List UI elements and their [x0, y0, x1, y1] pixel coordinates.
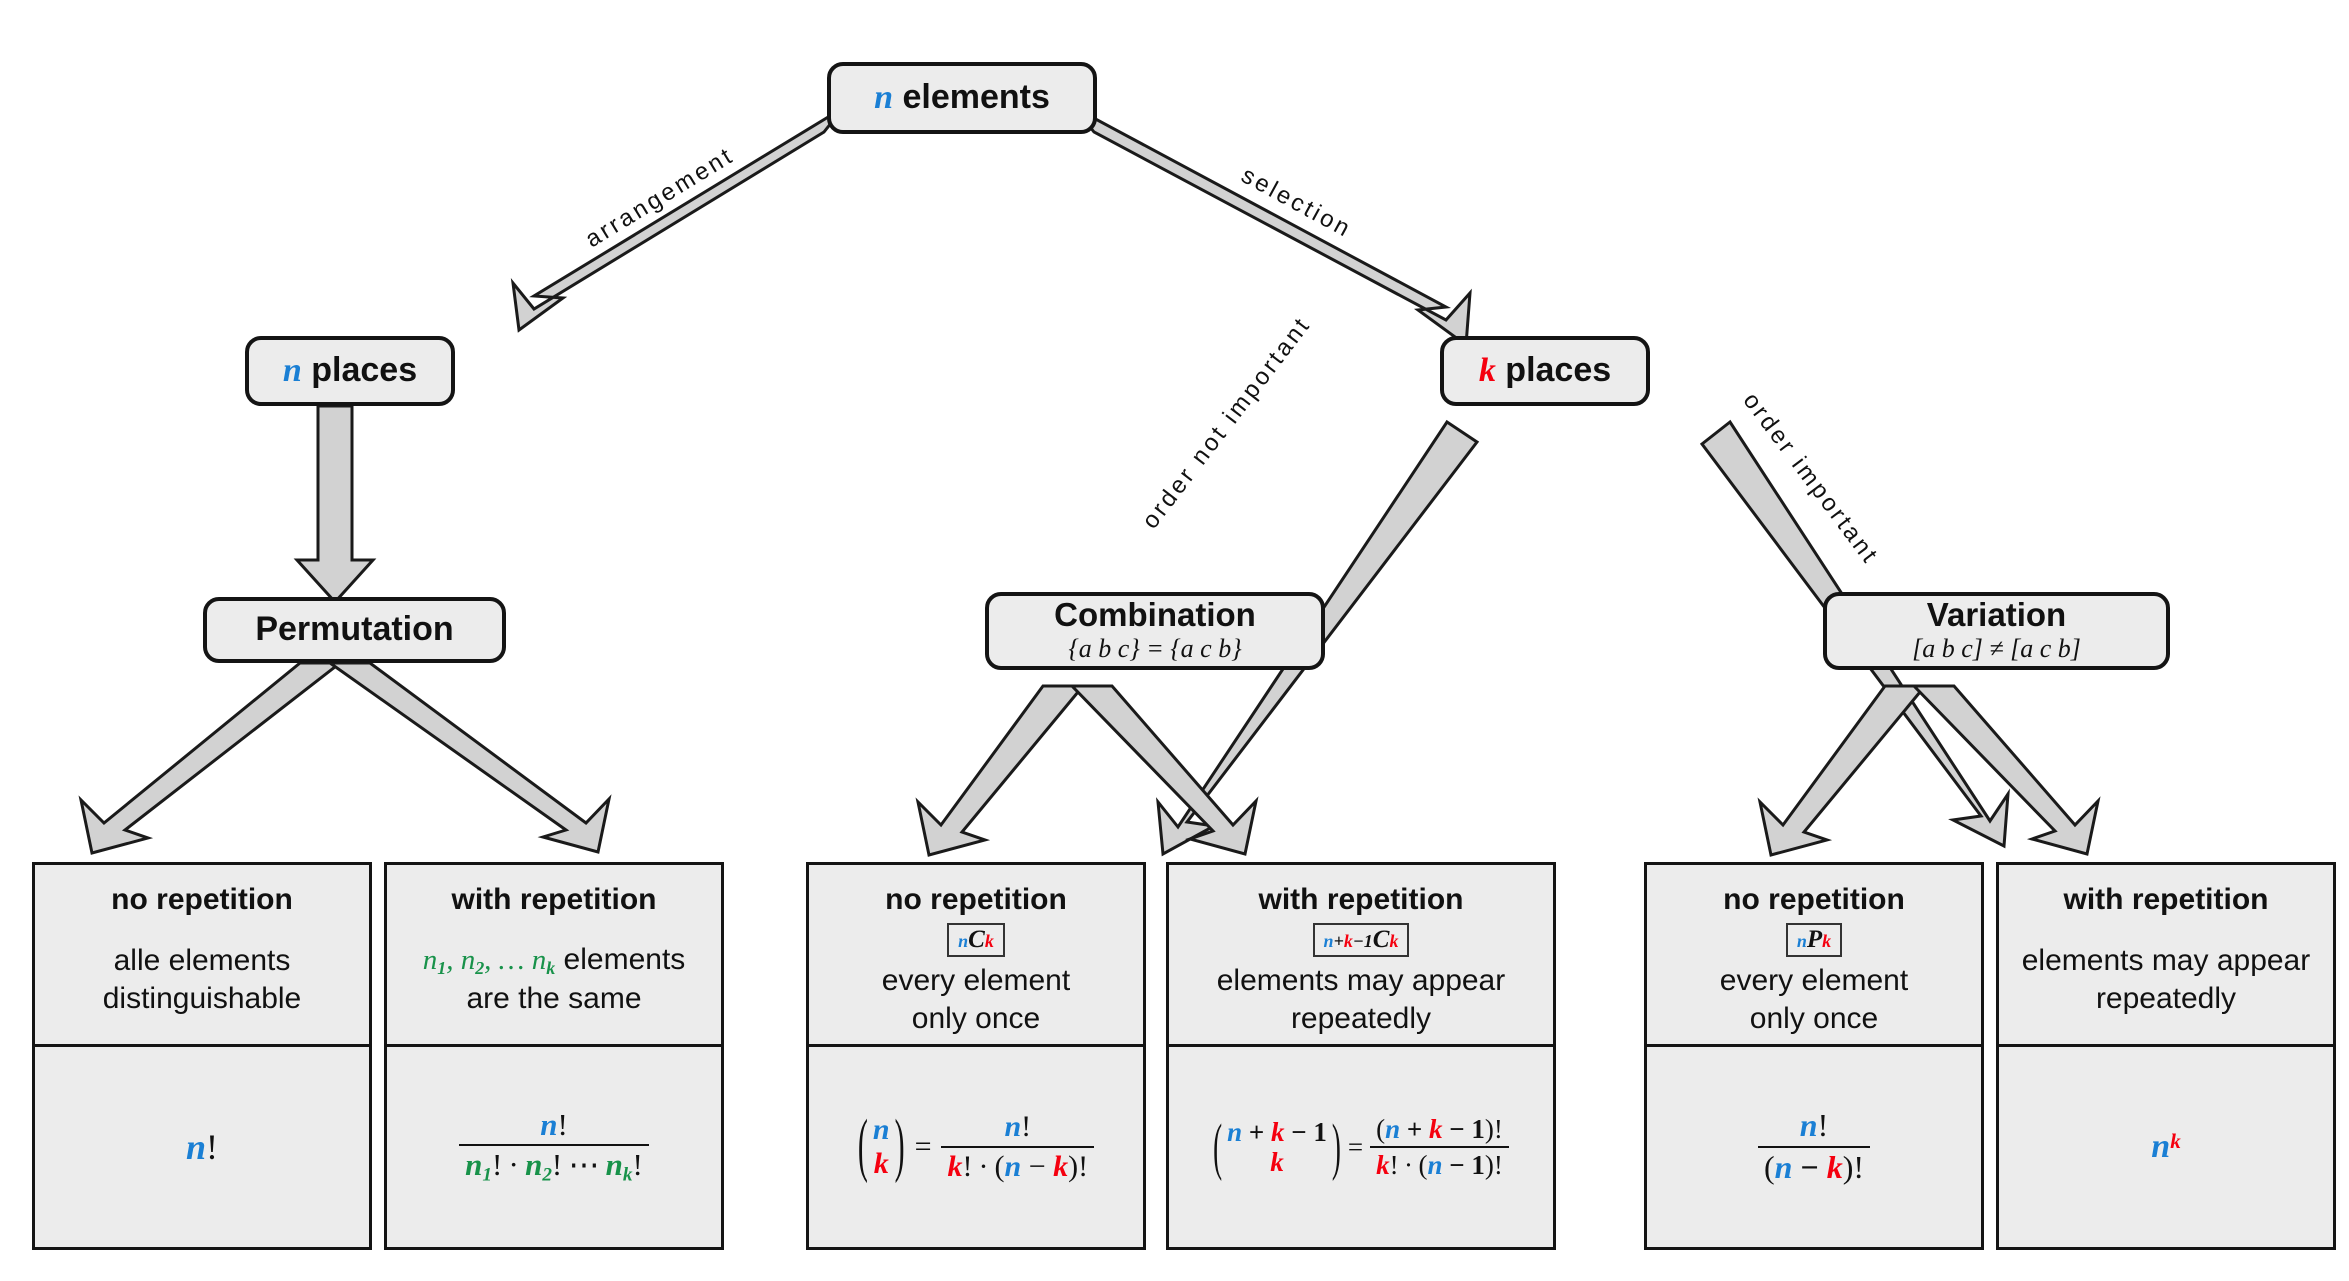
node-combination-sublabel: {a b c} = {a c b} [1068, 633, 1242, 663]
edge-combination-to-leaf-4 [1068, 684, 1259, 856]
leaf-top: no repetition alle elements distinguisha… [35, 865, 369, 1047]
leaf-description: elements may appear repeatedly [2021, 943, 2311, 1015]
node-n-elements-label: n elements [874, 78, 1050, 117]
node-variation-label: Variation [1926, 596, 2067, 634]
binomial-npluskminus1-k: ( n + k − 1 k ) [1213, 1110, 1341, 1182]
variable-k: k [1478, 352, 1496, 390]
edge-variation-to-leaf-5 [1757, 684, 1929, 857]
leaf-permutation-with-repetition[interactable]: with repetition n1, n2, … nk elements ar… [384, 862, 724, 1250]
leaf-permutation-no-repetition[interactable]: no repetition alle elements distinguisha… [32, 862, 372, 1250]
leaf-heading: no repetition [111, 883, 293, 916]
variable-n: n [874, 79, 894, 117]
leaf-description: alle elements distinguishable [102, 943, 302, 1015]
edge-permutation-to-leaf-2 [325, 661, 612, 854]
leaf-formula: ( n + k − 1 k ) = (n + k − 1)! k! · (n −… [1169, 1047, 1553, 1247]
node-permutation[interactable]: Permutation [203, 597, 506, 663]
leaf-heading: no repetition [885, 883, 1067, 916]
leaf-heading: no repetition [1723, 883, 1905, 916]
leaf-formula: n! (n − k)! [1647, 1047, 1981, 1247]
green-n-list: n1, n2, … nk [422, 944, 556, 979]
edge-root-to-n-places [510, 106, 845, 333]
edge-permutation-to-leaf-1 [78, 661, 345, 855]
node-variation[interactable]: Variation [a b c] ≠ [a c b] [1823, 592, 2170, 670]
node-k-places-label: k places [1478, 351, 1612, 390]
leaf-top: no repetition nPk every element only onc… [1647, 865, 1981, 1047]
notation-nCk: nCk [947, 923, 1005, 957]
leaf-description: every element only once [881, 963, 1071, 1036]
leaf-top: no repetition nCk every element only onc… [809, 865, 1143, 1047]
leaf-formula: n! [185, 1127, 219, 1167]
leaf-description: every element only once [1719, 963, 1909, 1036]
leaf-heading: with repetition [1258, 883, 1464, 916]
leaf-description: elements may appear repeatedly [1216, 963, 1506, 1036]
leaf-variation-no-repetition[interactable]: no repetition nPk every element only onc… [1644, 862, 1984, 1250]
node-combination-label: Combination [1054, 596, 1256, 634]
leaf-heading: with repetition [2063, 883, 2269, 916]
leaf-top: with repetition n1, n2, … nk elements ar… [387, 865, 721, 1047]
node-combination[interactable]: Combination {a b c} = {a c b} [985, 592, 1325, 670]
node-k-places[interactable]: k places [1440, 336, 1650, 406]
leaf-description: n1, n2, … nk elements are the same [422, 943, 686, 1016]
node-permutation-label: Permutation [255, 610, 454, 649]
edge-combination-to-leaf-3 [915, 684, 1087, 857]
edge-variation-to-leaf-6 [1910, 684, 2101, 856]
leaf-heading: with repetition [451, 883, 657, 916]
leaf-top: with repetition n+k−1Ck elements may app… [1169, 865, 1553, 1047]
edge-n-places-to-permutation [293, 404, 377, 605]
leaf-variation-with-repetition[interactable]: with repetition elements may appear repe… [1996, 862, 2336, 1250]
edge-root-to-k-places [1073, 106, 1472, 348]
node-variation-sublabel: [a b c] ≠ [a c b] [1912, 633, 2081, 663]
variable-n: n [282, 352, 302, 390]
leaf-combination-with-repetition[interactable]: with repetition n+k−1Ck elements may app… [1166, 862, 1556, 1250]
notation-nPk: nPk [1785, 923, 1843, 957]
notation-npluskminus1Ck: n+k−1Ck [1312, 923, 1410, 957]
leaf-combination-no-repetition[interactable]: no repetition nCk every element only onc… [806, 862, 1146, 1250]
leaf-top: with repetition elements may appear repe… [1999, 865, 2333, 1047]
leaf-formula: n! n1! · n2! ⋯ nk! [387, 1047, 721, 1247]
node-n-places-label: n places [282, 351, 418, 390]
leaf-formula: nk [2151, 1128, 2181, 1165]
node-n-elements[interactable]: n elements [827, 62, 1097, 134]
node-n-places[interactable]: n places [245, 336, 455, 406]
